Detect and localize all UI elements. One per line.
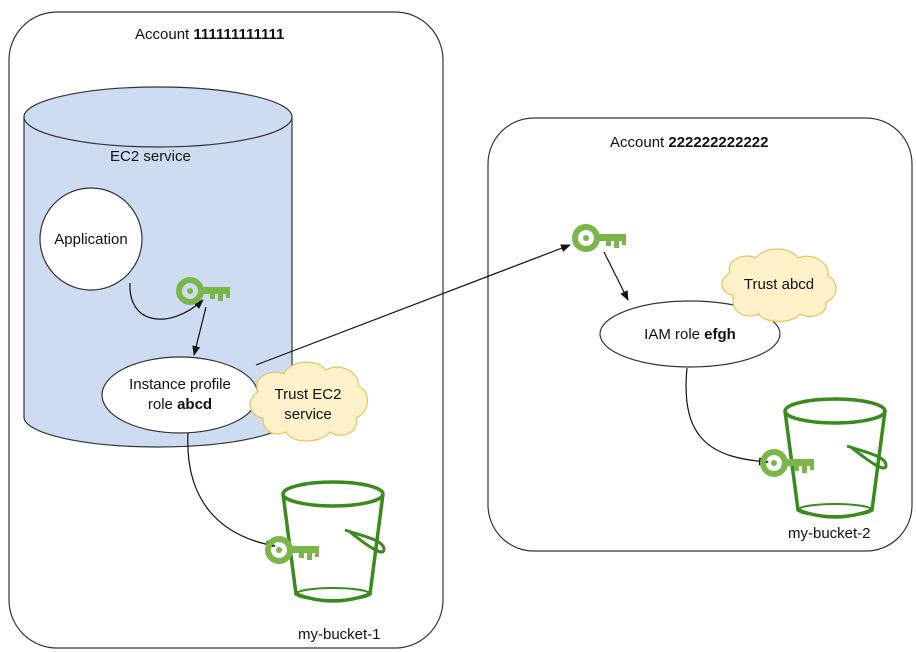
s3-bucket-2-icon xyxy=(783,397,888,519)
application-node: Application xyxy=(39,187,143,291)
instance-profile-line2: role abcd xyxy=(148,396,212,413)
ec2-service-label: EC2 service xyxy=(110,148,191,165)
trust-abcd-cloud: Trust abcd xyxy=(721,248,837,323)
trust-ec2-line2: service xyxy=(284,406,332,423)
arrow-key-to-iam-role xyxy=(603,251,629,301)
arrow-instance-profile-to-account2-key xyxy=(255,244,571,366)
iam-role-label: IAM role efgh xyxy=(644,326,736,343)
arrow-instance-profile-to-bucket1 xyxy=(187,431,276,549)
iam-role-node: IAM role efgh xyxy=(599,300,781,368)
arrow-key-to-instance-profile xyxy=(192,306,207,356)
trust-ec2-cloud: Trust EC2 service xyxy=(249,361,369,442)
arrow-app-to-key xyxy=(129,282,204,320)
account-1-label: Account 111111111111 xyxy=(135,26,284,43)
bucket-2-label: my-bucket-2 xyxy=(788,525,871,542)
trust-ec2-line1: Trust EC2 xyxy=(275,386,342,403)
arrow-iam-role-to-bucket2 xyxy=(685,367,769,466)
application-label: Application xyxy=(54,231,127,248)
connectors xyxy=(129,244,769,549)
trust-abcd-label: Trust abcd xyxy=(744,276,814,293)
account-2-label: Account 222222222222 xyxy=(610,134,768,151)
bucket-1-label: my-bucket-1 xyxy=(298,626,381,643)
instance-profile-node: Instance profile role abcd xyxy=(101,356,259,434)
instance-profile-line1: Instance profile xyxy=(129,376,231,393)
s3-bucket-1-icon xyxy=(281,480,386,603)
